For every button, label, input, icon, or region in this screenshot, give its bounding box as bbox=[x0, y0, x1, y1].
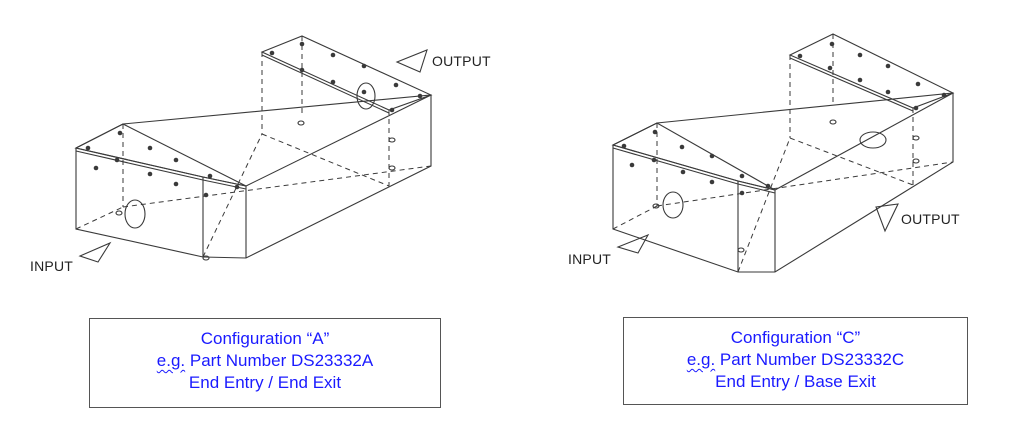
box-c-drawing bbox=[611, 33, 955, 273]
box-a-output-hole bbox=[356, 82, 376, 110]
box-a-lid-back bbox=[260, 35, 433, 111]
caption-a-eg: e.g. bbox=[156, 351, 186, 370]
box-a-input-label: INPUT bbox=[30, 258, 73, 274]
box-c-outline bbox=[612, 92, 954, 273]
box-c-output-arrow bbox=[875, 203, 899, 233]
box-c-input-arrow bbox=[616, 233, 650, 254]
caption-a-entry: End Entry / End Exit bbox=[188, 373, 342, 392]
caption-a-title: Configuration “A” bbox=[200, 329, 330, 348]
caption-c-entry: End Entry / Base Exit bbox=[715, 372, 876, 391]
box-a-outline bbox=[75, 94, 432, 259]
box-c-screws bbox=[621, 41, 947, 196]
box-c-lid-front bbox=[611, 122, 776, 191]
caption-c-part-number: Part Number DS23332C bbox=[719, 350, 905, 369]
box-a-input-arrow bbox=[78, 241, 112, 263]
box-a-output-arrow bbox=[395, 49, 428, 73]
box-c-output-label: OUTPUT bbox=[901, 211, 960, 227]
box-c-lid-back bbox=[788, 33, 955, 109]
caption-c-title: Configuration “C” bbox=[730, 328, 861, 347]
box-a-screws bbox=[85, 41, 423, 198]
box-c-input-hole bbox=[662, 191, 684, 219]
caption-c-eg: e.g. bbox=[686, 350, 716, 369]
box-c-hidden-edges bbox=[612, 34, 954, 273]
caption-a-part-line: e.g. Part Number DS23332A bbox=[90, 350, 440, 372]
box-a-lid-front bbox=[74, 123, 247, 187]
caption-a-part-number: Part Number DS23332A bbox=[189, 351, 374, 370]
caption-c-part-line: e.g. Part Number DS23332C bbox=[624, 349, 967, 371]
caption-box-a: Configuration “A” e.g. Part Number DS233… bbox=[89, 318, 441, 408]
box-a-drawing bbox=[74, 35, 433, 263]
box-c-output-hole bbox=[859, 131, 887, 149]
box-a-input-hole bbox=[124, 199, 146, 229]
caption-box-c: Configuration “C” e.g. Part Number DS233… bbox=[623, 317, 968, 405]
box-a-output-label: OUTPUT bbox=[432, 53, 491, 69]
box-a-hidden-edges bbox=[75, 36, 432, 258]
box-c-input-label: INPUT bbox=[568, 251, 611, 267]
